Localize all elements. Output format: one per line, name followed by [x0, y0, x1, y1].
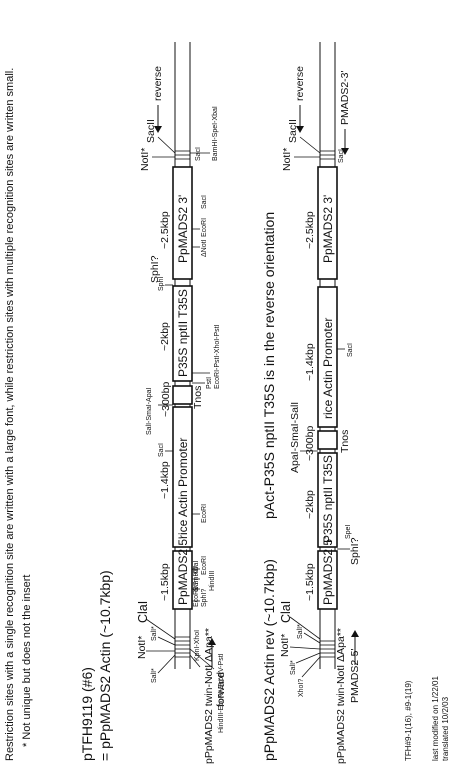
- footer-translated: translated 10/2/03: [441, 696, 450, 761]
- map2-site-xhol: XhoI?: [298, 678, 305, 697]
- map1-box-mads3: [172, 166, 193, 280]
- map2-site-notl-2: NotI*: [281, 147, 293, 171]
- map2-primer-pmads3: PMADS2-3': [339, 70, 351, 125]
- map2-site-sacl: SacI: [347, 342, 354, 357]
- map2-box-mads5: [317, 550, 338, 610]
- map2-box-p35s: [317, 452, 338, 548]
- map2-box-mads3: [317, 166, 338, 280]
- map2-label-tnos: Tnos: [339, 429, 351, 453]
- map2-site-sacl-2: SacI: [338, 148, 345, 163]
- map2-size-mads5: ~1.5kbp: [304, 563, 316, 601]
- map2-site-clal: ClaI: [279, 600, 293, 623]
- map2-label-mads3: PpMADS2 3': [321, 194, 335, 263]
- map2-size-p35s: ~2kbp: [304, 490, 316, 519]
- map2-primer-forward: PMADS2-5': [349, 648, 361, 703]
- footer-modified: last modified on 1/22/01: [431, 676, 440, 761]
- map2-label-p35s: P35S nptII T35S: [321, 455, 335, 543]
- map2-size-mads3: ~2.5kbp: [304, 211, 316, 249]
- map2-site-sall-2: SalI*: [297, 624, 304, 639]
- map2-primer-left: pPpMADS2 twin-NotI ΔApa**: [335, 628, 347, 764]
- map2-label-actin: rice Actin Promoter: [321, 317, 335, 419]
- map2-primer-reverse: reverse: [294, 65, 306, 101]
- map2-site-sphl-q: SphI?: [349, 537, 361, 565]
- map2-size-actin: ~1.4kbp: [304, 343, 316, 381]
- map2-size-tnos: ~300bp: [304, 425, 316, 461]
- map2-site-spel: SpeI: [345, 524, 352, 539]
- map2-site-sacll: SacII: [287, 119, 299, 143]
- map2-box-actin: [317, 286, 338, 428]
- map1-box-mads5: [172, 550, 193, 610]
- map2-site-sall: SalI*: [290, 660, 297, 675]
- map1-box-tnos: [172, 385, 193, 405]
- map1-box-actin: [172, 406, 193, 548]
- map1-box-p35s: [172, 285, 193, 382]
- map2-box-tnos: [317, 430, 338, 450]
- map2-label-mads5: PpMADS2 5': [321, 536, 335, 605]
- footer-ref: TFH#9-1(16), #9-1(19): [404, 680, 413, 761]
- map2-site-notl: NotI*: [279, 633, 291, 657]
- map2-site-apal-smal-sall: ApaI-SmaI-SalI: [289, 401, 301, 473]
